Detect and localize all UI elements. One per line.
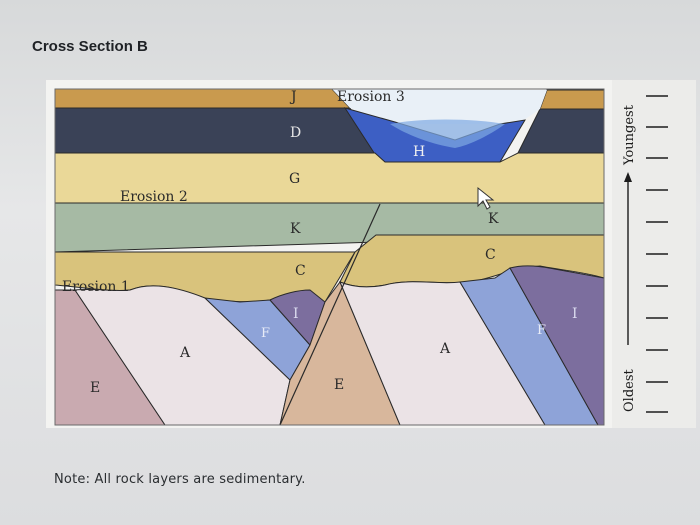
label-e-center: E: [334, 377, 344, 393]
label-g: G: [289, 171, 300, 187]
label-i-right: I: [572, 306, 578, 322]
label-erosion-3: Erosion 3: [337, 89, 405, 105]
scale-ticks: [646, 95, 668, 413]
label-j: J: [289, 89, 297, 105]
layer-d: [54, 107, 376, 154]
layer-j: [54, 88, 352, 109]
label-d: D: [290, 125, 301, 141]
label-a-right: A: [439, 341, 451, 357]
layer-j-right: [539, 89, 605, 110]
label-f-left: F: [261, 326, 270, 341]
cursor-arrow-icon: [477, 186, 495, 210]
label-k-left: K: [290, 221, 301, 237]
label-erosion-1: Erosion 1: [62, 279, 130, 295]
age-scale: Youngest Oldest: [622, 95, 668, 413]
label-h: H: [413, 144, 425, 160]
label-youngest: Youngest: [622, 104, 637, 166]
label-k-right: K: [488, 211, 499, 227]
layer-h-highlight: [390, 119, 505, 148]
label-i-left: I: [293, 306, 299, 322]
fault-line: [279, 203, 381, 426]
label-c-left: C: [295, 263, 306, 279]
label-f-right: F: [537, 323, 546, 338]
label-oldest: Oldest: [622, 368, 637, 412]
label-a-left: A: [179, 345, 191, 361]
diagram-frame: [54, 88, 605, 426]
label-e-left: E: [90, 380, 100, 396]
erosion-3-surface: [332, 89, 547, 124]
label-erosion-2: Erosion 2: [120, 189, 188, 205]
page-title: Cross Section B: [32, 38, 148, 55]
arrow-up-icon: [624, 172, 632, 182]
note-text: Note: All rock layers are sedimentary.: [54, 472, 306, 487]
label-c-right: C: [485, 247, 496, 263]
layer-i-left: [269, 289, 326, 346]
